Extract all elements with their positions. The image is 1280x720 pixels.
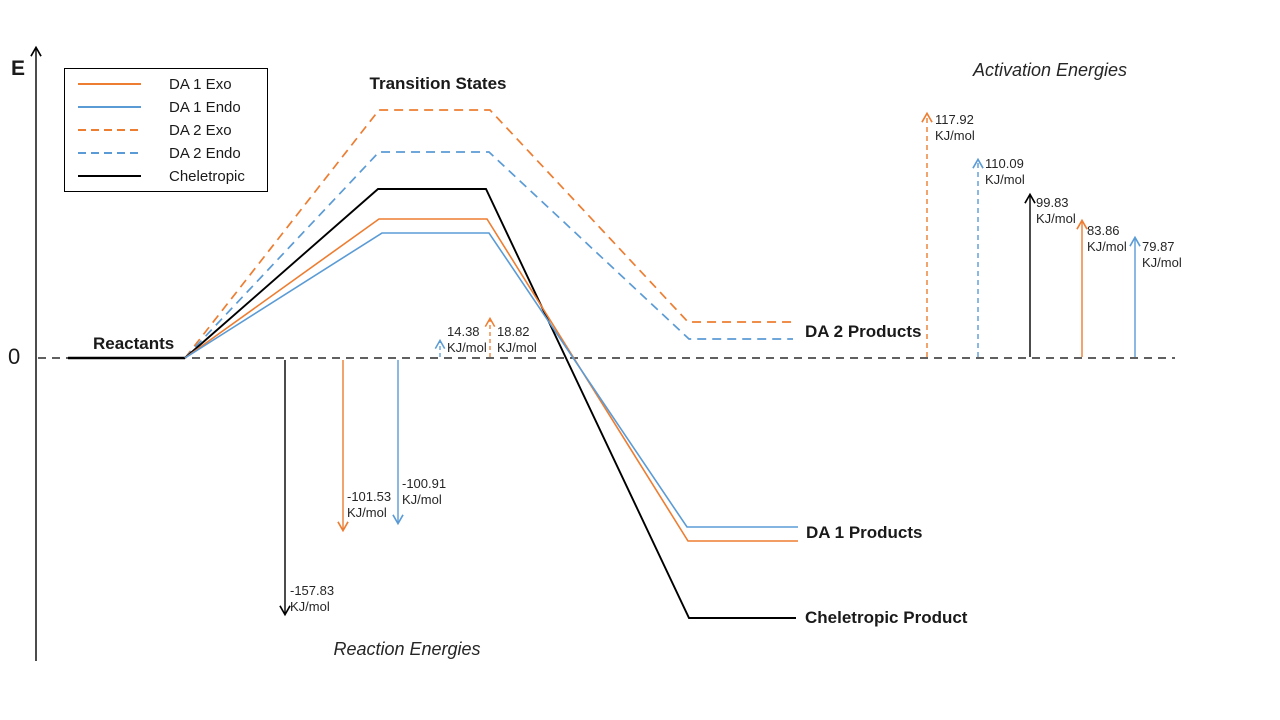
transition-states-title: Transition States	[369, 74, 507, 93]
activation-value-da1-endo: 79.87 KJ/mol	[1142, 239, 1182, 270]
y-axis-label: E	[11, 57, 26, 80]
legend-label: Cheletropic	[169, 167, 245, 185]
annotation-value: -101.53	[347, 489, 392, 504]
legend-label: DA 1 Exo	[169, 75, 232, 93]
activation-value-da2-endo: 110.09 KJ/mol	[985, 156, 1025, 187]
annotation-value: 14.38	[447, 324, 480, 339]
annotation-unit: KJ/mol	[935, 127, 975, 143]
da2-products-label: DA 2 Products	[805, 322, 922, 341]
reaction-value-da1-endo: -100.91 KJ/mol	[402, 476, 446, 507]
annotation-unit: KJ/mol	[1142, 254, 1182, 270]
annotation-unit: KJ/mol	[985, 171, 1025, 187]
reaction-value-da1-exo: -101.53 KJ/mol	[347, 489, 391, 520]
annotation-unit: KJ/mol	[497, 339, 537, 355]
reactants-label: Reactants	[93, 334, 175, 353]
legend-line-sample-dashed-orange	[78, 128, 141, 132]
legend-label: DA 2 Endo	[169, 144, 241, 162]
annotation-unit: KJ/mol	[447, 339, 487, 355]
legend-label: DA 2 Exo	[169, 121, 232, 139]
legend-item-da1-exo: DA 1 Exo	[65, 74, 267, 94]
legend-label: DA 1 Endo	[169, 98, 241, 116]
activation-energies-title: Activation Energies	[972, 60, 1128, 80]
origin-label: 0	[8, 344, 21, 369]
reaction-value-da2-exo: 18.82 KJ/mol	[497, 324, 537, 355]
annotation-unit: KJ/mol	[1036, 210, 1076, 226]
annotation-unit: KJ/mol	[402, 491, 442, 507]
legend-line-sample-solid-black	[78, 174, 141, 178]
annotation-value: 110.09	[985, 156, 1024, 171]
annotation-value: 79.87	[1142, 239, 1175, 254]
legend-item-cheletropic: Cheletropic	[65, 166, 267, 186]
legend-item-da2-exo: DA 2 Exo	[65, 120, 267, 140]
annotation-unit: KJ/mol	[1087, 238, 1127, 254]
legend-item-da1-endo: DA 1 Endo	[65, 97, 267, 117]
series-da2-endo-line	[184, 151, 793, 359]
series-cheletropic-line	[184, 188, 796, 619]
annotation-value: 117.92	[935, 112, 974, 127]
legend-line-sample-solid-orange	[78, 82, 141, 86]
activation-value-da2-exo: 117.92 KJ/mol	[935, 112, 975, 143]
annotation-unit: KJ/mol	[290, 598, 330, 614]
reaction-value-cheletropic: -157.83 KJ/mol	[290, 583, 334, 614]
legend-line-sample-dashed-blue	[78, 151, 141, 155]
series-da1-endo-line	[184, 232, 798, 528]
cheletropic-product-label: Cheletropic Product	[805, 608, 968, 627]
reaction-value-da2-endo: 14.38 KJ/mol	[447, 324, 487, 355]
annotation-value: 18.82	[497, 324, 530, 339]
reaction-energies-title: Reaction Energies	[333, 639, 481, 659]
legend-line-sample-solid-blue	[78, 105, 141, 109]
series-da2-exo-line	[184, 109, 793, 359]
activation-value-da1-exo: 83.86 KJ/mol	[1087, 223, 1127, 254]
legend-item-da2-endo: DA 2 Endo	[65, 143, 267, 163]
annotation-value: -157.83	[290, 583, 335, 598]
series-da1-exo-line	[184, 218, 798, 542]
activation-value-cheletropic: 99.83 KJ/mol	[1036, 195, 1076, 226]
annotation-value: -100.91	[402, 476, 447, 491]
annotation-value: 83.86	[1087, 223, 1120, 238]
legend: DA 1 Exo DA 1 Endo DA 2 Exo DA 2 Endo Ch…	[64, 68, 268, 192]
annotation-unit: KJ/mol	[347, 504, 387, 520]
da1-products-label: DA 1 Products	[806, 523, 923, 542]
annotation-value: 99.83	[1036, 195, 1069, 210]
